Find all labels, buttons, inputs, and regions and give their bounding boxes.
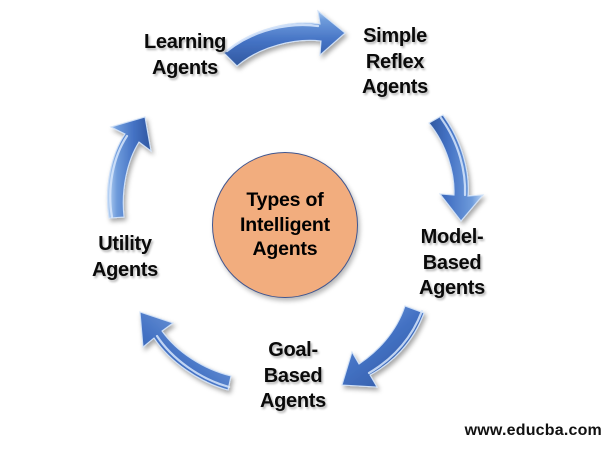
center-hub-line-1: Types of [246,189,324,212]
node-label-goal-based-agents-line-1: Goal- [268,339,318,361]
node-label-learning-agents: Learning Agents [110,30,260,81]
node-label-model-based-agents-line-2: Based [422,251,482,274]
node-label-learning-agents-line-2: Agents [152,56,218,79]
node-label-utility-agents-line-2: Agents [92,258,158,281]
arrow-goal-to-utility [139,311,232,391]
node-label-learning-agents-line-1: Learning [143,31,227,53]
node-label-model-based-agents-line-3: Agents [419,277,485,300]
node-label-model-based-agents-line-1: Model- [420,226,484,248]
center-hub: Types of Intelligent Agents [212,152,358,298]
node-label-goal-based-agents-line-3: Agents [260,390,326,413]
node-label-simple-reflex-agents: Simple Reflex Agents [340,24,450,101]
node-label-simple-reflex-agents-line-1: Simple [363,25,427,47]
arrow-learning-to-simple-reflex [223,9,346,67]
arrow-simple-reflex-to-model [428,114,485,222]
watermark: www.educba.com [464,422,602,439]
node-label-simple-reflex-agents-line-3: Agents [362,76,428,99]
arrow-model-to-goal [341,305,425,388]
node-label-model-based-agents: Model- Based Agents [398,225,506,302]
node-label-goal-based-agents: Goal- Based Agents [238,338,348,415]
node-label-goal-based-agents-line-2: Based [263,364,323,387]
node-label-utility-agents-line-1: Utility [98,233,152,255]
arrow-utility-to-learning [106,116,152,219]
center-hub-line-2: Intelligent [240,213,330,236]
node-label-simple-reflex-agents-line-2: Reflex [365,50,425,73]
center-hub-line-3: Agents [252,238,318,261]
node-label-utility-agents: Utility Agents [70,232,180,283]
